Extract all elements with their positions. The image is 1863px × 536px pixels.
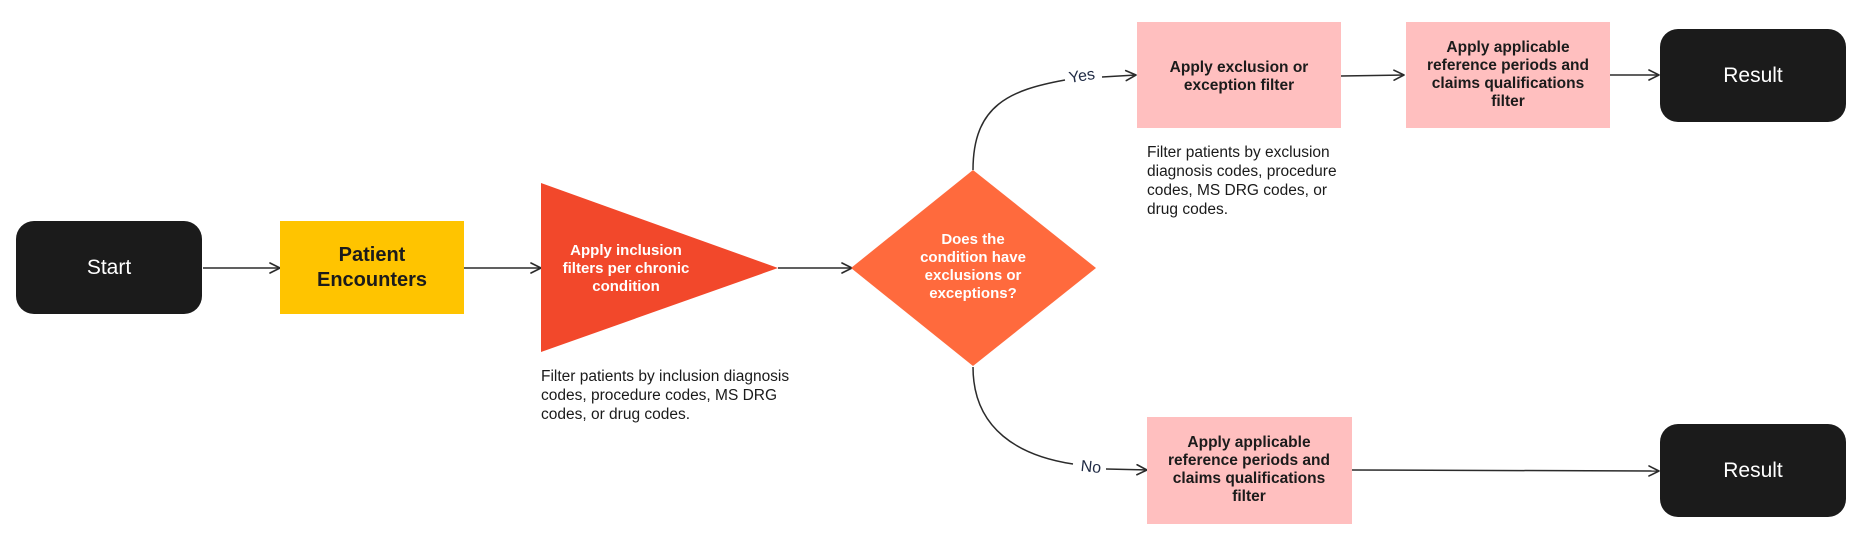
decision-label-line1: Does the <box>941 231 1004 248</box>
ref-yes-label-line1: Apply applicable <box>1446 39 1570 56</box>
edge-decision-yes <box>972 79 1066 171</box>
ref-no-label-line2: reference periods and <box>1168 452 1330 469</box>
ref-yes-label-line3: claims qualifications <box>1432 75 1584 92</box>
result-bottom-label: Result <box>1723 459 1783 482</box>
inclusion-note-line2: codes, procedure codes, MS DRG <box>541 387 778 404</box>
patient-label-line2: Encounters <box>317 269 427 291</box>
inclusion-label-line1: Apply inclusion <box>570 242 682 259</box>
result-bottom-node: Result <box>1660 424 1846 517</box>
edge-exclusion-to-ref <box>1340 69 1405 81</box>
ref-no-label-line4: filter <box>1232 488 1266 505</box>
exclusion-note-line4: drug codes. <box>1147 201 1228 218</box>
edge-label-no: No <box>1080 458 1102 477</box>
exclusion-note-line1: Filter patients by exclusion <box>1147 144 1330 161</box>
inclusion-note-line1: Filter patients by inclusion diagnosis <box>541 368 790 385</box>
edge-label-yes: Yes <box>1068 66 1096 87</box>
exclusion-label-line2: exception filter <box>1184 77 1294 94</box>
inclusion-filter-node: Apply inclusion filters per chronic cond… <box>541 183 778 352</box>
patient-encounters-node: Patient Encounters <box>280 221 464 314</box>
result-top-label: Result <box>1723 64 1783 87</box>
inclusion-label-line2: filters per chronic <box>563 260 690 277</box>
edges <box>203 69 1660 477</box>
inclusion-note: Filter patients by inclusion diagnosis c… <box>541 367 789 424</box>
decision-node: Does the condition have exclusions or ex… <box>851 170 1096 366</box>
exclusion-filter-node: Apply exclusion or exception filter <box>1137 22 1341 128</box>
reference-filter-no-node: Apply applicable reference periods and c… <box>1147 417 1352 524</box>
inclusion-label-line3: condition <box>592 278 660 295</box>
exclusion-note-line3: codes, MS DRG codes, or <box>1147 182 1328 199</box>
ref-yes-label-line2: reference periods and <box>1427 57 1589 74</box>
decision-label-line4: exceptions? <box>929 285 1017 302</box>
inclusion-note-line3: codes, or drug codes. <box>541 406 691 423</box>
exclusion-note: Filter patients by exclusion diagnosis c… <box>1147 143 1337 219</box>
edge-yes-to-exclusion <box>1101 69 1137 82</box>
ref-yes-label-line4: filter <box>1491 93 1525 110</box>
patient-label-line1: Patient <box>339 244 406 266</box>
edge-no-to-ref <box>1105 463 1148 476</box>
ref-no-label-line3: claims qualifications <box>1173 470 1325 487</box>
reference-filter-yes-node: Apply applicable reference periods and c… <box>1406 22 1610 128</box>
edge-ref-no-to-result-bottom <box>1351 465 1660 477</box>
start-label: Start <box>87 256 132 279</box>
exclusion-note-line2: diagnosis codes, procedure <box>1147 163 1337 180</box>
edge-decision-no <box>972 366 1074 465</box>
decision-label-line2: condition have <box>920 249 1026 266</box>
start-node: Start <box>16 221 202 314</box>
exclusion-label-line1: Apply exclusion or <box>1170 59 1309 76</box>
decision-label-line3: exclusions or <box>925 267 1022 284</box>
ref-no-label-line1: Apply applicable <box>1187 434 1311 451</box>
result-top-node: Result <box>1660 29 1846 122</box>
